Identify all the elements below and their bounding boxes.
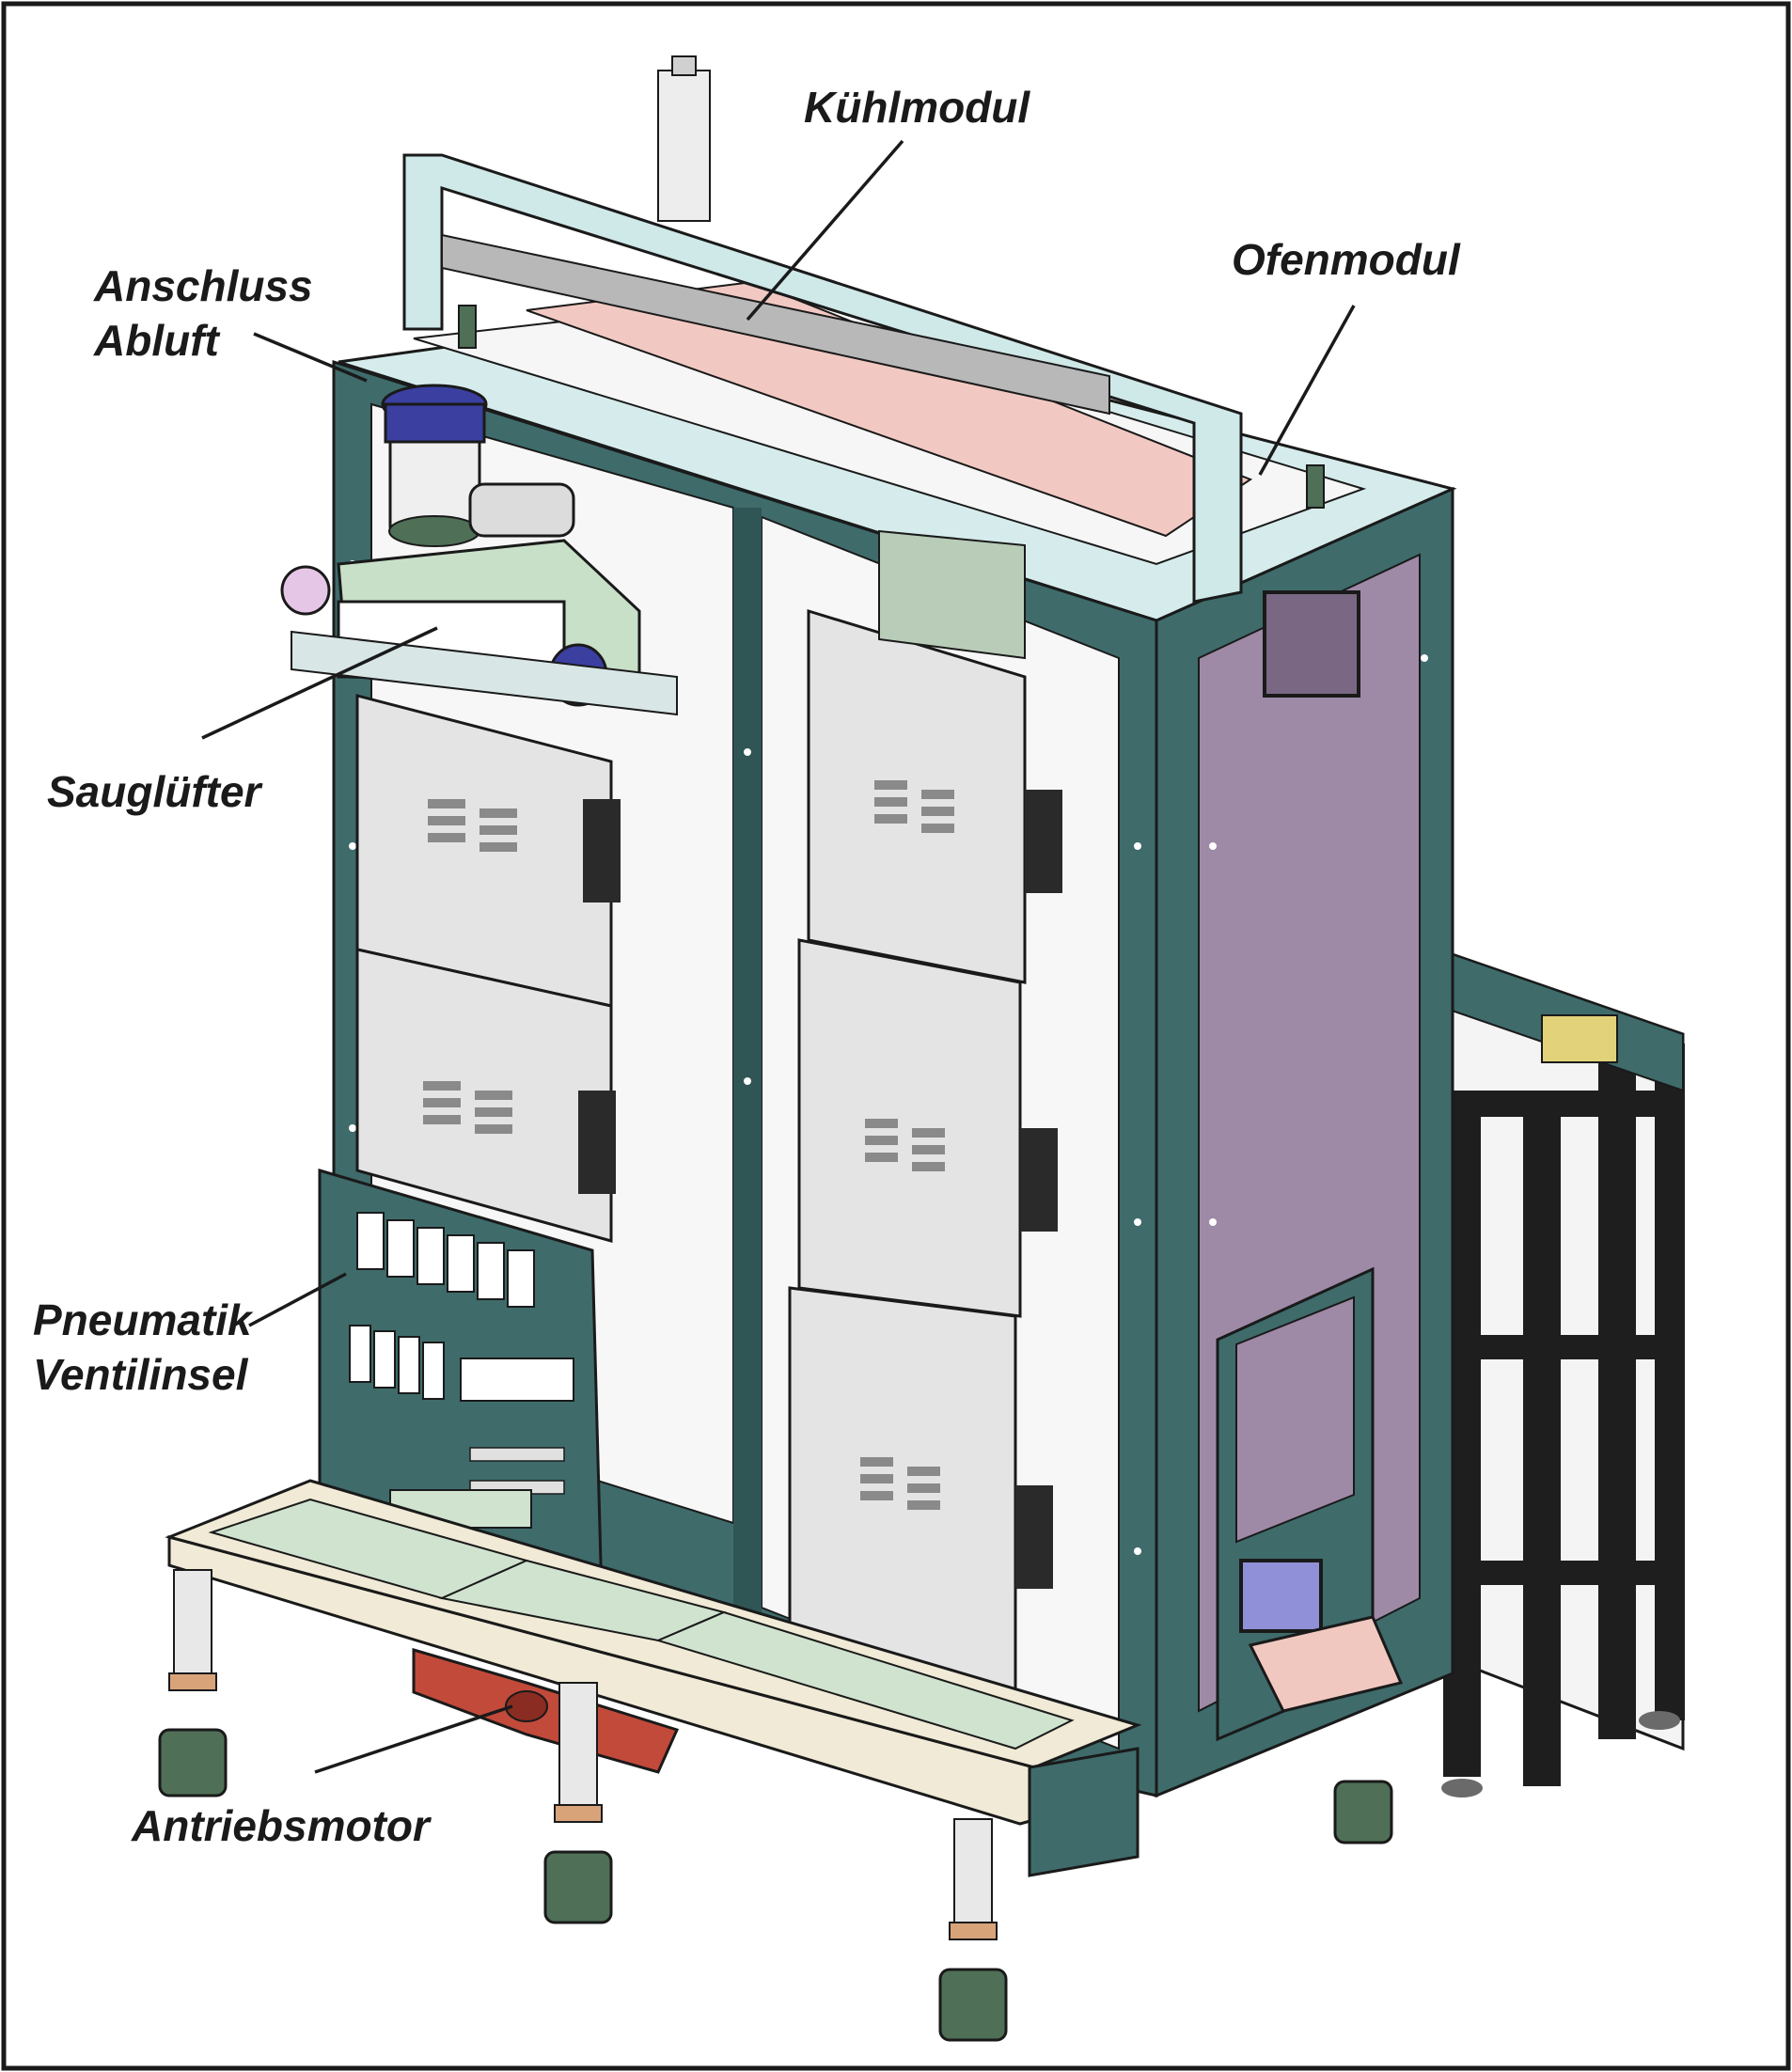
- leader-pneumatik: [248, 1272, 347, 1327]
- leader-antriebsmotor: [314, 1704, 513, 1774]
- label-anschluss-line1: Anschluss: [93, 261, 313, 310]
- side-rack: [1437, 947, 1685, 1797]
- cabinet-top: [338, 55, 1457, 622]
- left-door-panels: [355, 694, 621, 1243]
- label-antriebsmotor: Antriebsmotor: [131, 1801, 432, 1850]
- label-pneumatik-line2: Ventilinsel: [33, 1350, 249, 1399]
- label-anschluss-line2: Abluft: [93, 316, 221, 365]
- oven-side-face: [1155, 485, 1454, 1798]
- inspection-window: [1263, 590, 1360, 698]
- drive-motor: [412, 1648, 680, 1774]
- label-pneumatik-line1: Pneumatik: [33, 1295, 254, 1344]
- label-kuehlmodul: Kühlmodul: [804, 83, 1030, 132]
- pneumatic-panel: [318, 1168, 604, 1601]
- leader-ofenmodul: [1258, 305, 1356, 476]
- leader-anschluss: [253, 332, 368, 383]
- leader-kuehlmodul: [746, 139, 904, 322]
- base-frame: [165, 1479, 1142, 1877]
- callout-labels: Kühlmodul Ofenmodul Anschluss Abluft Sau…: [33, 83, 1461, 1850]
- label-saugluefter: Sauglüfter: [47, 767, 263, 816]
- label-ofenmodul: Ofenmodul: [1232, 235, 1461, 284]
- support-feet: [158, 1569, 1393, 2042]
- right-door-panels: [788, 529, 1062, 1703]
- leader-lines: [201, 139, 1356, 1774]
- leader-saugluefter: [201, 626, 438, 740]
